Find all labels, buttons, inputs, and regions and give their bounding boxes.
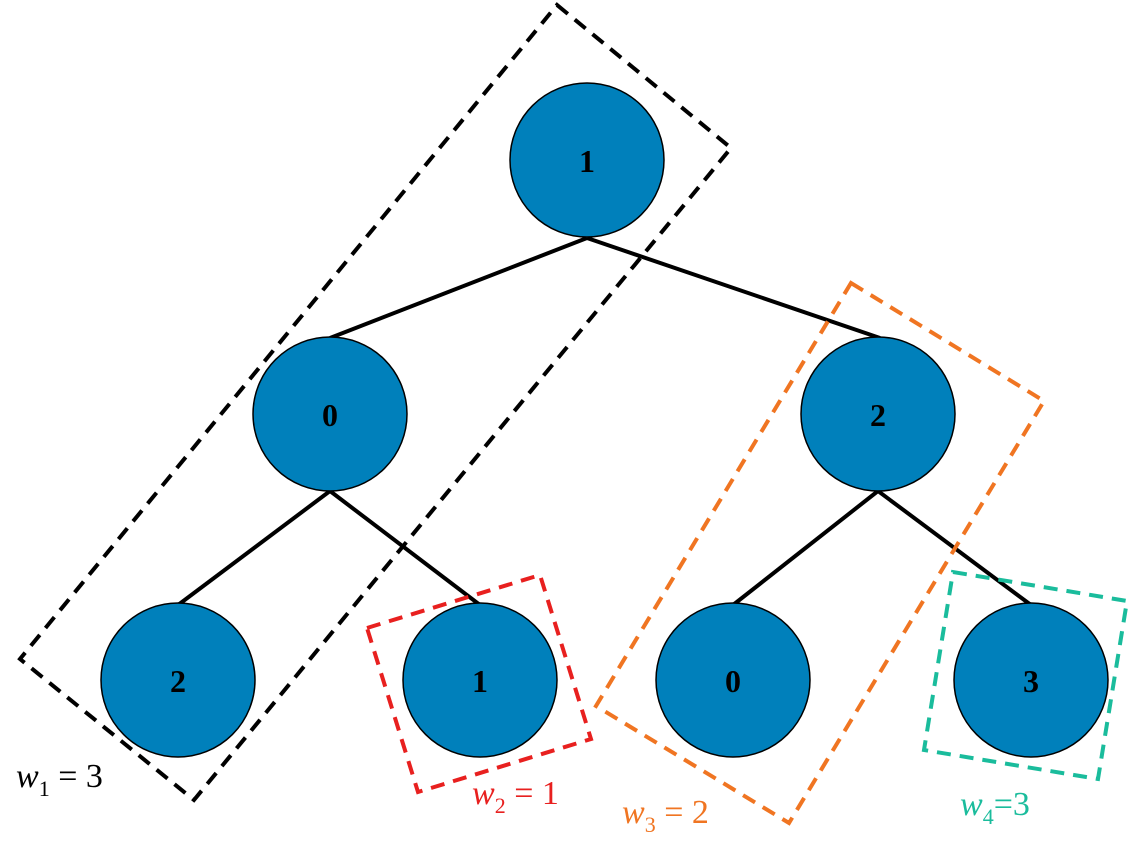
tree-node-left: 0 bbox=[252, 336, 408, 492]
node-circle bbox=[655, 602, 811, 758]
edge-root-right bbox=[586, 236, 881, 340]
node-circle bbox=[800, 336, 956, 492]
tree-node-left-left: 2 bbox=[100, 602, 256, 758]
node-circle bbox=[509, 82, 665, 238]
edge-right-right-left bbox=[731, 489, 880, 607]
weight-label-w1: w1 = 3 bbox=[16, 758, 103, 801]
group-box-w3 bbox=[593, 280, 1047, 826]
weight-subscript: 3 bbox=[645, 812, 656, 837]
node-circle bbox=[402, 602, 558, 758]
group-box-w4 bbox=[921, 569, 1130, 782]
weight-label-w3: w3 = 2 bbox=[622, 794, 709, 837]
weight-value: =3 bbox=[994, 786, 1030, 823]
node-label: 0 bbox=[725, 663, 741, 699]
node-label: 1 bbox=[472, 663, 488, 699]
node-circle bbox=[953, 602, 1109, 758]
weight-value: = 1 bbox=[506, 775, 559, 812]
edge-left-left-right bbox=[328, 489, 482, 607]
node-label: 2 bbox=[170, 663, 186, 699]
node-circle bbox=[100, 602, 256, 758]
node-label: 1 bbox=[579, 143, 595, 179]
weight-label-w2: w2 = 1 bbox=[472, 775, 559, 818]
weight-subscript: 4 bbox=[983, 804, 994, 829]
weight-label-w4: w4=3 bbox=[960, 786, 1030, 829]
node-label: 0 bbox=[322, 397, 338, 433]
weight-var: w bbox=[622, 794, 645, 831]
weight-value: = 3 bbox=[50, 758, 103, 795]
tree-node-right: 2 bbox=[800, 336, 956, 492]
weight-var: w bbox=[472, 775, 495, 812]
weight-var: w bbox=[960, 786, 983, 823]
node-label: 2 bbox=[870, 397, 886, 433]
weight-subscript: 1 bbox=[39, 776, 50, 801]
weight-value: = 2 bbox=[656, 794, 709, 831]
weight-subscript: 2 bbox=[495, 793, 506, 818]
tree-node-right-left: 0 bbox=[655, 602, 811, 758]
group-box-w2 bbox=[364, 572, 594, 795]
tree-node-root: 1 bbox=[509, 82, 665, 238]
tree-node-left-right: 1 bbox=[402, 602, 558, 758]
tree-node-right-right: 3 bbox=[953, 602, 1109, 758]
edge-left-left-left bbox=[176, 489, 332, 607]
edge-root-left bbox=[329, 236, 588, 340]
node-circle bbox=[252, 336, 408, 492]
node-label: 3 bbox=[1023, 663, 1039, 699]
weight-var: w bbox=[16, 758, 39, 795]
group-box-w1 bbox=[17, 2, 734, 803]
